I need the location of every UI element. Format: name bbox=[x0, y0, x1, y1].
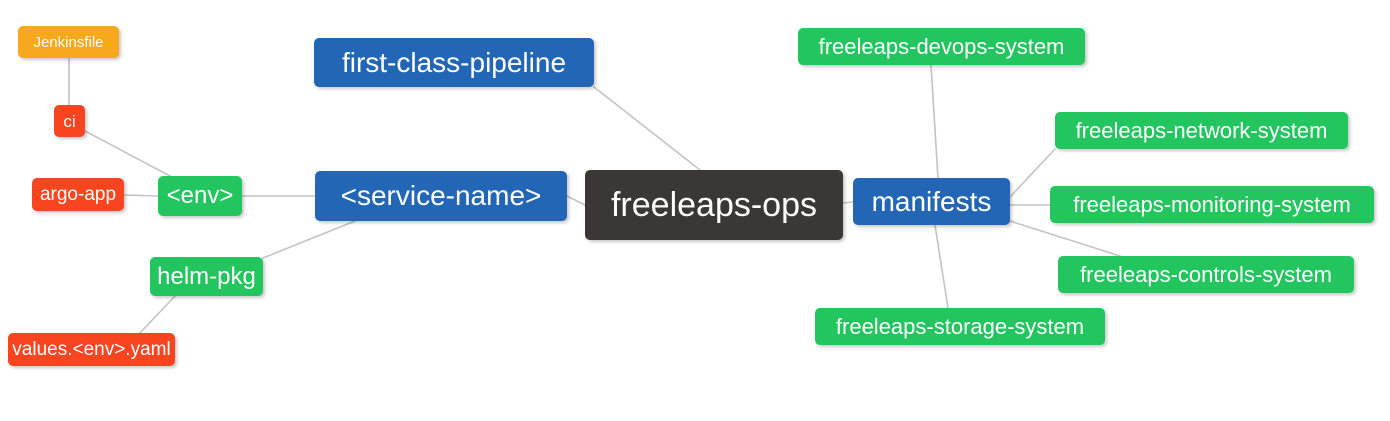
node-label-freeleaps-devops-system: freeleaps-devops-system bbox=[818, 33, 1065, 59]
node-label-freeleaps-controls-system: freeleaps-controls-system bbox=[1080, 261, 1332, 287]
mindmap-node-env[interactable]: <env> bbox=[158, 176, 242, 216]
edge-helm-pkg-to-values-env-yaml bbox=[139, 295, 176, 334]
edge-freeleaps-ops-to-service-name bbox=[566, 195, 586, 206]
edge-freeleaps-ops-to-first-class-pipeline bbox=[593, 86, 701, 171]
edge-manifests-to-freeleaps-storage-system bbox=[934, 224, 949, 309]
node-label-values-env-yaml: values.<env>.yaml bbox=[12, 339, 171, 360]
mindmap-node-first-class-pipeline[interactable]: first-class-pipeline bbox=[314, 38, 594, 87]
edge-manifests-to-freeleaps-network-system bbox=[1009, 148, 1056, 198]
edge-env-to-ci bbox=[84, 130, 171, 177]
node-label-freeleaps-network-system: freeleaps-network-system bbox=[1075, 117, 1328, 143]
node-label-helm-pkg: helm-pkg bbox=[157, 262, 256, 290]
node-label-freeleaps-storage-system: freeleaps-storage-system bbox=[835, 313, 1085, 339]
mindmap-node-manifests[interactable]: manifests bbox=[853, 178, 1010, 225]
mindmap-node-service-name[interactable]: <service-name> bbox=[315, 171, 567, 221]
mindmap-node-freeleaps-network-system[interactable]: freeleaps-network-system bbox=[1055, 112, 1348, 149]
mindmap-node-jenkinsfile[interactable]: Jenkinsfile bbox=[18, 26, 119, 58]
node-label-env: <env> bbox=[166, 182, 234, 209]
node-label-freeleaps-monitoring-system: freeleaps-monitoring-system bbox=[1073, 191, 1351, 217]
mindmap-node-helm-pkg[interactable]: helm-pkg bbox=[150, 257, 263, 296]
mindmap-node-argo-app[interactable]: argo-app bbox=[32, 178, 124, 211]
edge-manifests-to-freeleaps-devops-system bbox=[930, 64, 939, 179]
node-label-first-class-pipeline: first-class-pipeline bbox=[341, 46, 567, 78]
mindmap-node-freeleaps-devops-system[interactable]: freeleaps-devops-system bbox=[798, 28, 1085, 65]
node-label-freeleaps-ops: freeleaps-ops bbox=[610, 186, 817, 224]
node-label-manifests: manifests bbox=[871, 185, 992, 217]
edge-manifests-to-freeleaps-controls-system bbox=[1009, 220, 1121, 257]
node-label-service-name: <service-name> bbox=[340, 180, 542, 211]
mindmap-node-freeleaps-controls-system[interactable]: freeleaps-controls-system bbox=[1058, 256, 1354, 293]
node-label-argo-app: argo-app bbox=[39, 184, 117, 205]
edge-env-to-argo-app bbox=[123, 194, 159, 197]
edge-service-name-to-helm-pkg bbox=[262, 220, 356, 259]
edge-freeleaps-ops-to-manifests bbox=[842, 201, 854, 204]
mindmap-node-freeleaps-ops[interactable]: freeleaps-ops bbox=[585, 170, 843, 240]
mindmap-node-freeleaps-monitoring-system[interactable]: freeleaps-monitoring-system bbox=[1050, 186, 1374, 223]
mindmap-node-ci[interactable]: ci bbox=[54, 105, 85, 137]
mindmap-node-values-env-yaml[interactable]: values.<env>.yaml bbox=[8, 333, 175, 366]
mindmap-node-freeleaps-storage-system[interactable]: freeleaps-storage-system bbox=[815, 308, 1105, 345]
node-label-jenkinsfile: Jenkinsfile bbox=[33, 33, 104, 51]
node-label-ci: ci bbox=[63, 111, 76, 131]
